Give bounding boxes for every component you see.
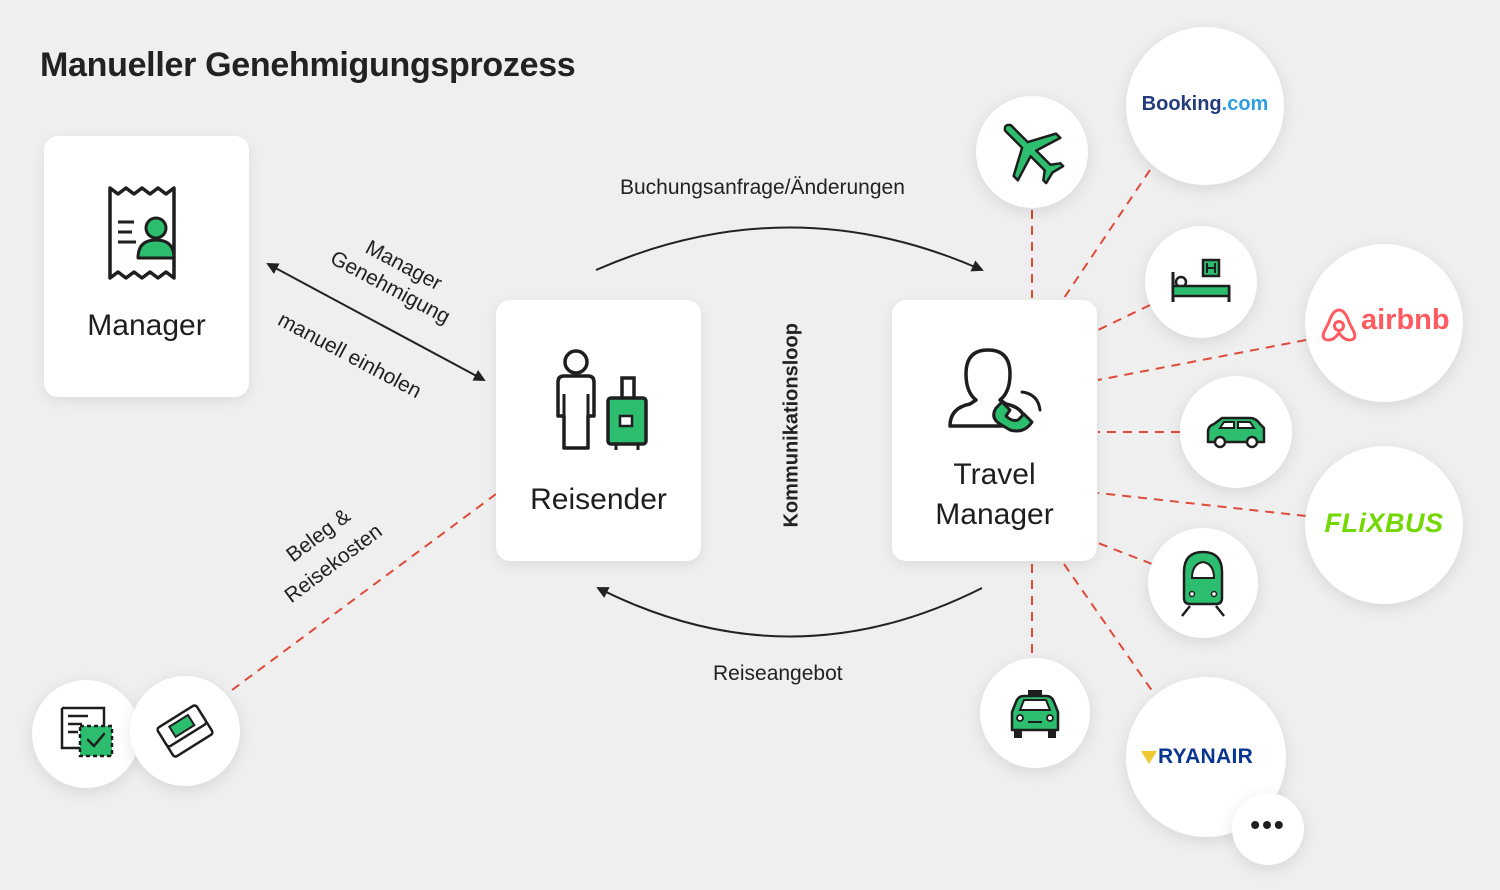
airbnb-logo: airbnb [1361, 304, 1450, 336]
more-providers-dots: ••• [1250, 809, 1286, 840]
booking-logo-part1: Booking [1141, 93, 1222, 115]
page-title: Manueller Genehmigungsprozess [40, 46, 576, 84]
taxi-icon [1010, 690, 1060, 738]
dashed-line-train [1097, 542, 1153, 565]
manager-label: Manager [87, 309, 206, 342]
flixbus-logo: FLiXBUS [1324, 508, 1444, 538]
tickets-circle [130, 676, 240, 786]
plane-icon [1003, 123, 1065, 185]
travel-manager-card: Travel Manager [892, 300, 1097, 561]
ryanair-harp-icon [1141, 751, 1157, 764]
travel-manager-phone-icon [948, 348, 1042, 433]
dashed-line-receipts [231, 493, 497, 691]
receipt-person-icon [108, 186, 176, 280]
airbnb-logo-icon [1321, 308, 1357, 342]
traveler-card: Reisender [496, 300, 701, 561]
car-icon [1206, 416, 1266, 449]
car-circle [1180, 376, 1292, 488]
hotel-circle [1145, 226, 1257, 338]
taxi-circle [980, 658, 1090, 768]
dashed-line-airbnb [1097, 339, 1307, 381]
ryanair-logo: RYANAIR [1158, 745, 1254, 768]
tickets-icon [156, 704, 214, 758]
travel-manager-label-line1: Travel [953, 458, 1036, 491]
receipt-check-icon [60, 706, 114, 758]
travel-offer-label: Reiseangebot [713, 662, 843, 685]
hotel-bed-icon [1171, 258, 1231, 302]
booking-request-arrow [595, 226, 984, 272]
booking-request-label: Buchungsanfrage/Änderungen [620, 176, 905, 199]
travel-manager-label-line2: Manager [935, 498, 1054, 531]
train-circle [1148, 528, 1258, 638]
traveler-luggage-icon [556, 349, 648, 450]
dashed-line-booking [1063, 169, 1151, 299]
travel-offer-arrow [596, 587, 983, 638]
manager-card: Manager [44, 136, 249, 397]
airbnb-circle: airbnb [1305, 244, 1463, 402]
plane-circle [976, 96, 1088, 208]
flixbus-circle: FLiXBUS [1305, 446, 1463, 604]
train-icon [1181, 550, 1225, 617]
dashed-line-ryanair [1063, 563, 1156, 696]
dashed-line-flixbus [1097, 492, 1307, 517]
booking-circle: Booking.com [1126, 27, 1284, 185]
more-providers-button[interactable]: ••• [1232, 793, 1304, 865]
dashed-line-hotel [1097, 304, 1151, 331]
booking-logo-part2: .com [1221, 93, 1269, 115]
approval-arrow [266, 263, 486, 381]
traveler-label: Reisender [530, 483, 667, 516]
receipt-check-circle [32, 680, 140, 788]
communication-loop-label: Kommunikationsloop [780, 323, 803, 528]
